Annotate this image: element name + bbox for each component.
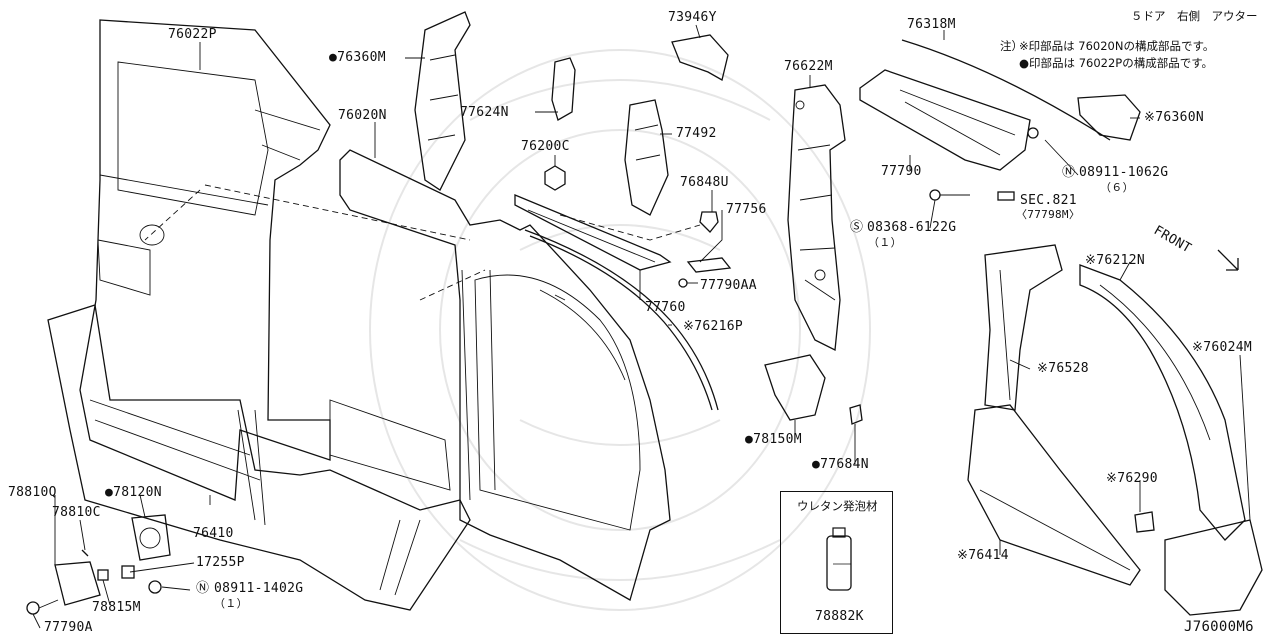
label-78150M: ●78150M (745, 432, 802, 447)
side-frame-76020N (329, 149, 671, 601)
clip-76848U (699, 211, 719, 233)
nut-symbol-N-1402G: Ⓝ (196, 581, 210, 596)
label-78810C: 78810C (52, 505, 101, 520)
label-76360M: ●76360M (329, 50, 386, 65)
label-76216P: ※76216P (683, 319, 743, 334)
front-pillar-76212N (1079, 264, 1246, 541)
label-08911-1402G: 08911-1402G (214, 581, 304, 596)
spring-78810C (81, 549, 89, 557)
label-76414: ※76414 (957, 548, 1009, 563)
label-76622M: 76622M (784, 59, 833, 74)
inset-title: ウレタン発泡材 (797, 499, 878, 513)
watermark-emblem (369, 49, 871, 611)
pillar-reinforcement-76360M (414, 11, 471, 191)
label-76410: 76410 (193, 526, 234, 541)
label-77760: 77760 (645, 300, 686, 315)
label-76022P: 76022P (168, 27, 217, 42)
note-line-1: ※印部品は 76020Nの構成部品です。 (1019, 39, 1215, 53)
inset-box-urethane: ウレタン発泡材 78882K (780, 491, 893, 634)
bolt-77790A (26, 599, 59, 615)
bracket-78150M (764, 354, 826, 421)
label-17255P: 17255P (196, 555, 245, 570)
fuel-lid-78810Q (54, 561, 101, 606)
rail-76216P (524, 229, 719, 411)
label-76360N: ※76360N (1144, 110, 1204, 125)
diagram-id: J76000M6 (1184, 619, 1254, 635)
label-78882K: 78882K (815, 609, 864, 624)
clip-73946Y (671, 34, 729, 81)
label-76024M: ※76024M (1192, 340, 1252, 355)
label-76200C: 76200C (521, 139, 570, 154)
label-77624N: 77624N (460, 105, 509, 120)
label-77790AA: 77790AA (700, 278, 757, 293)
nut-08911-1062G (1027, 127, 1039, 139)
label-77790A: 77790A (44, 620, 93, 635)
roof-bracket-77790 (859, 69, 1031, 171)
center-pillar-76622M (787, 84, 846, 352)
foam-can-icon (826, 527, 852, 591)
label-08368-6122G: 08368-6122G (867, 220, 957, 235)
label-78815M: 78815M (92, 600, 141, 615)
label-76848U: 76848U (680, 175, 729, 190)
moulding-76318M (901, 39, 1111, 141)
clip-76290 (1134, 511, 1155, 533)
note-line-2: ●印部品は 76022Pの構成部品です。 (1019, 56, 1214, 70)
gusset-76360N (1077, 94, 1141, 141)
nut-76200C (544, 165, 566, 191)
label-76318M: 76318M (907, 17, 956, 32)
lower-sill-76414 (967, 404, 1141, 586)
label-76020N: 76020N (338, 108, 387, 123)
bolt-77790AA (678, 278, 698, 288)
clip-77684N (849, 404, 863, 425)
label-SEC821-sub: 〈77798M〉 (1016, 208, 1081, 221)
body-side-lower-panel (47, 304, 471, 611)
label-77492: 77492 (676, 126, 717, 141)
filler-base-78120N (131, 514, 171, 561)
block-SEC821 (997, 191, 1015, 201)
variant-label: ５ドア 右側 アウター (1131, 9, 1258, 23)
label-77684N: ●77684N (812, 457, 869, 472)
label-73946Y: 73946Y (668, 10, 717, 25)
label-77756: 77756 (726, 202, 767, 217)
qty-08911-1062G: （６） (1100, 181, 1134, 194)
qty-08911-1402G: （１） (214, 597, 248, 610)
front-arrow-icon (1217, 249, 1239, 271)
assembly-guide-2 (559, 214, 701, 241)
leader-lines (32, 24, 1251, 629)
bracket-77624N (551, 57, 576, 121)
bracket-77756 (686, 257, 732, 273)
note-title: 注） (1000, 39, 1023, 53)
label-76290: ※76290 (1106, 471, 1158, 486)
nut-symbol-N-1062G: Ⓝ (1062, 165, 1076, 180)
assembly-guide-1 (144, 184, 486, 301)
cap-17255P (121, 565, 135, 579)
qty-08368-6122G: （１） (868, 236, 902, 249)
corner-76024M (1164, 519, 1263, 616)
pillar-76528 (984, 244, 1063, 411)
label-08911-1062G: 08911-1062G (1079, 165, 1169, 180)
label-78120N: ●78120N (105, 485, 162, 500)
label-76212N: ※76212N (1085, 253, 1145, 268)
bolt-08368-6122G (929, 189, 970, 201)
bumper-78815M (97, 569, 109, 581)
label-77790: 77790 (881, 164, 922, 179)
nut-08911-1402G (148, 580, 162, 594)
label-SEC821: SEC.821 (1020, 193, 1077, 208)
label-78810Q: 78810Q (8, 485, 57, 500)
bracket-77492 (624, 99, 669, 216)
screw-symbol-S-6122G: Ⓢ (850, 220, 864, 235)
label-76528: ※76528 (1037, 361, 1089, 376)
rail-77760 (514, 194, 672, 271)
